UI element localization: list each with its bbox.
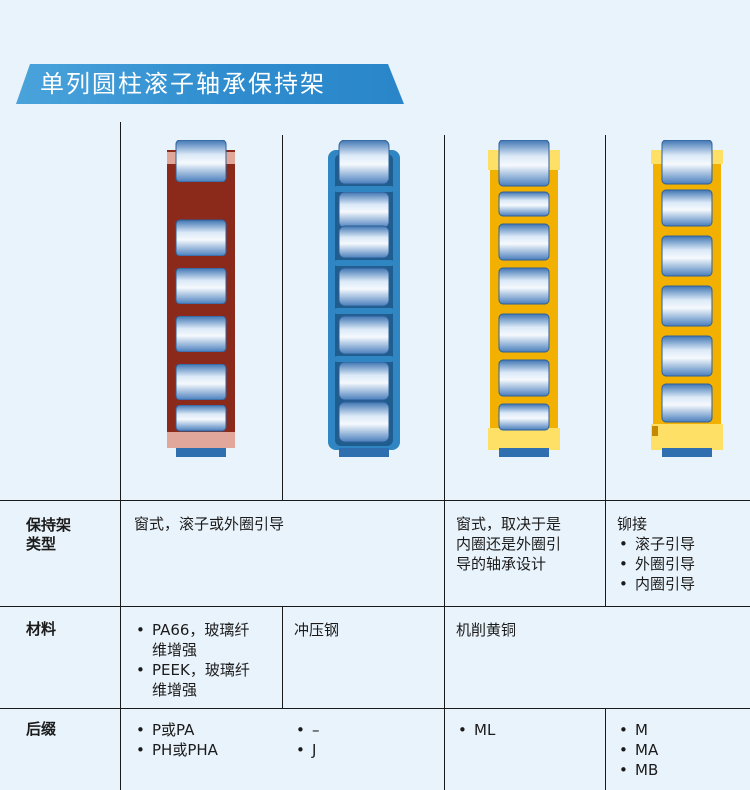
row-header-material: 材料 (26, 620, 57, 638)
grid-line (444, 135, 445, 790)
text-line: 内圈还是外圈引 (456, 535, 562, 553)
list-item: PA66，玻璃纤 维增强 (134, 620, 250, 660)
text-line: PEEK，玻璃纤 (152, 661, 250, 679)
list-item: 滚子引导 (617, 534, 695, 554)
suffix-col1: P或PA PH或PHA (134, 720, 218, 760)
cage-type-col1: 窗式，滚子或外圈引导 (134, 515, 285, 533)
cell-title: 铆接 (617, 515, 648, 533)
cage-type-col4: 铆接 滚子引导 外圈引导 内圈引导 (617, 514, 695, 594)
bullet-list: 滚子引导 外圈引导 内圈引导 (617, 534, 695, 594)
text-line: 窗式，取决于是 (456, 515, 562, 533)
grid-line (282, 135, 283, 500)
bullet-list: – J (294, 720, 320, 760)
bullet-list: PA66，玻璃纤 维增强 PEEK，玻璃纤 维增强 (134, 620, 250, 700)
row-header-line: 保持架 (26, 516, 72, 534)
grid-line (282, 606, 283, 708)
grid-line (605, 135, 606, 606)
pa66-window-cage-illustration (167, 140, 235, 457)
text-line: PA66，玻璃纤 (152, 621, 250, 639)
suffix-col4: M MA MB (617, 720, 658, 780)
row-header-cage-type: 保持架 类型 (26, 516, 71, 554)
text-line: 维增强 (152, 641, 198, 659)
grid-line (605, 708, 606, 790)
list-item: – (294, 720, 320, 740)
text-line: 导的轴承设计 (456, 555, 547, 573)
row-header-line: 类型 (26, 535, 57, 553)
grid-line (0, 500, 750, 501)
grid-line (0, 708, 750, 709)
row-header-suffix: 后缀 (26, 720, 57, 738)
list-item: ML (456, 720, 495, 740)
page-title: 单列圆柱滚子轴承保持架 (16, 64, 404, 104)
material-col3: 机削黄铜 (456, 621, 517, 639)
pressed-steel-cage-illustration (328, 140, 400, 457)
material-col2: 冲压钢 (294, 621, 340, 639)
list-item: MB (617, 760, 658, 780)
list-item: J (294, 740, 320, 760)
list-item: M (617, 720, 658, 740)
riveted-brass-cage-illustration (651, 140, 723, 457)
list-item: 外圈引导 (617, 554, 695, 574)
top-band (0, 0, 750, 60)
bullet-list: M MA MB (617, 720, 658, 780)
material-col1: PA66，玻璃纤 维增强 PEEK，玻璃纤 维增强 (134, 620, 250, 700)
list-item: 内圈引导 (617, 574, 695, 594)
list-item: P或PA (134, 720, 218, 740)
text-line: 维增强 (152, 681, 198, 699)
list-item: PEEK，玻璃纤 维增强 (134, 660, 250, 700)
list-item: MA (617, 740, 658, 760)
grid-line (120, 122, 121, 790)
bullet-list: ML (456, 720, 495, 740)
bullet-list: P或PA PH或PHA (134, 720, 218, 760)
machined-brass-window-cage-illustration (488, 140, 560, 457)
grid-line (0, 606, 750, 607)
suffix-col3: ML (456, 720, 495, 740)
cage-type-col3: 窗式，取决于是 内圈还是外圈引 导的轴承设计 (456, 514, 561, 574)
suffix-col2: – J (294, 720, 320, 760)
list-item: PH或PHA (134, 740, 218, 760)
